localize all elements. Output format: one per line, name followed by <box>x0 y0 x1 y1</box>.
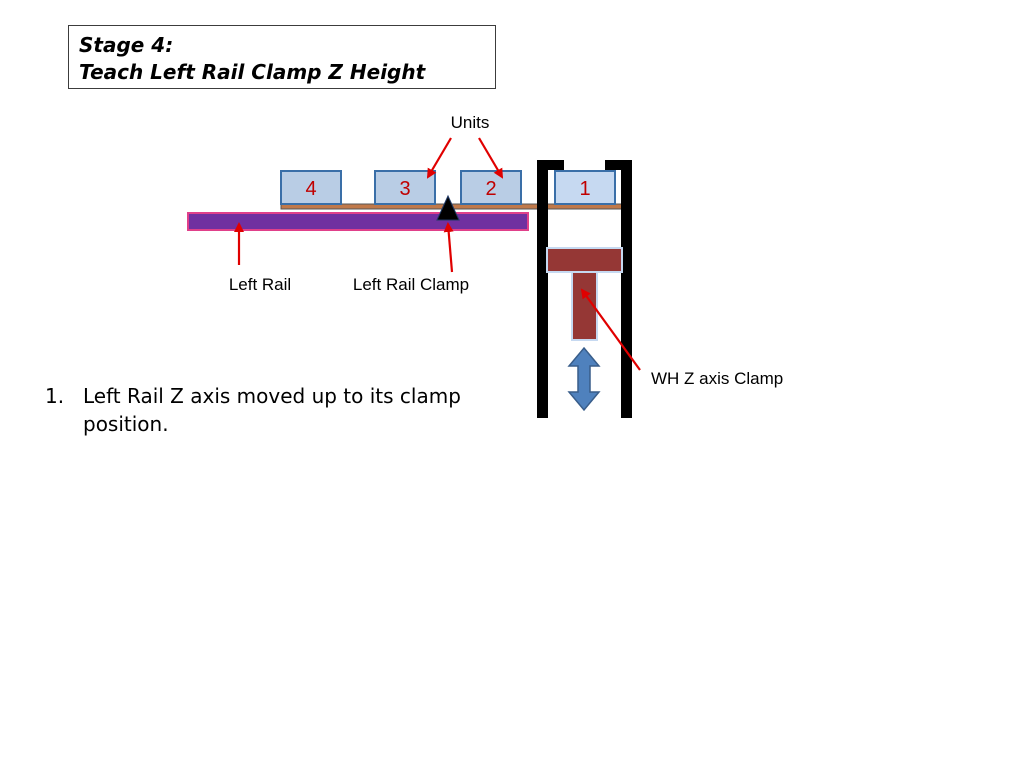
double-arrow-vertical-icon <box>567 346 601 412</box>
units-label: Units <box>451 113 490 132</box>
step-text: Left Rail Z axis moved up to its clamp p… <box>83 384 461 436</box>
left-rail-clamp-label: Left Rail Clamp <box>353 275 469 294</box>
unit-3: 3 <box>374 170 436 205</box>
stage-title-line1: Stage 4: <box>79 33 174 57</box>
frame-right-post <box>621 160 632 418</box>
triangle-icon <box>436 194 460 221</box>
wh-z-axis-clamp-label: WH Z axis Clamp <box>651 369 783 388</box>
stage-title-box: Stage 4: Teach Left Rail Clamp Z Height <box>68 25 496 89</box>
unit-2: 2 <box>460 170 522 205</box>
frame-right-cap <box>605 160 632 170</box>
wh-clamp-arrow <box>580 288 641 371</box>
frame-left-post <box>537 160 548 418</box>
unit-1: 1 <box>554 170 616 205</box>
step-list: 1. Left Rail Z axis moved up to its clam… <box>45 382 525 438</box>
wh-clamp-top <box>546 247 623 273</box>
units-arrow-right <box>478 137 504 179</box>
step-item: 1. Left Rail Z axis moved up to its clam… <box>45 382 525 438</box>
frame-left-cap <box>537 160 564 170</box>
unit-4: 4 <box>280 170 342 205</box>
unit-3-label: 3 <box>399 178 410 200</box>
unit-4-label: 4 <box>305 178 316 200</box>
step-number: 1. <box>45 384 65 408</box>
stage-title-line2: Teach Left Rail Clamp Z Height <box>79 60 426 84</box>
units-arrow-left <box>426 137 452 179</box>
left-rail-clamp-arrow <box>443 222 454 273</box>
left-rail-label: Left Rail <box>229 275 291 294</box>
unit-1-label: 1 <box>579 178 590 200</box>
unit-2-label: 2 <box>485 178 496 200</box>
